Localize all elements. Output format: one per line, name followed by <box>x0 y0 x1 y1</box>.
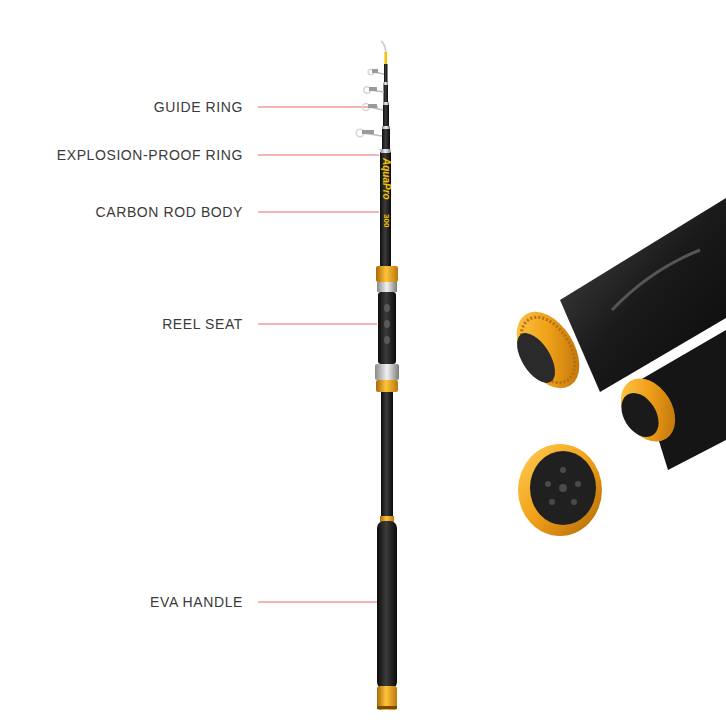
part-label: EXPLOSION-PROOF RING <box>57 146 243 164</box>
leader-lines <box>258 107 379 602</box>
part-label: EVA HANDLE <box>150 593 243 611</box>
part-label: CARBON ROD BODY <box>96 203 243 221</box>
rod-print: AquaPro <box>381 158 391 200</box>
rod-print: 300 <box>381 214 391 227</box>
reel-seat-closeup <box>504 198 726 536</box>
part-label: REEL SEAT <box>162 315 243 333</box>
part-label: GUIDE RING <box>154 98 243 116</box>
